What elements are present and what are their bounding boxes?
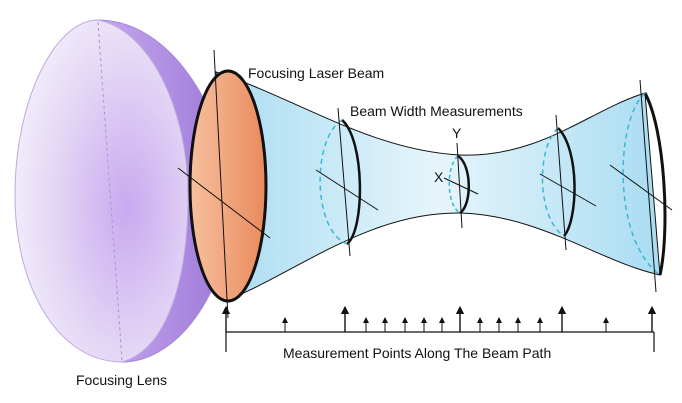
exit-axis-h [609, 164, 673, 211]
section-solid-3 [557, 127, 576, 237]
cross-sections [177, 49, 673, 319]
lens-axis [97, 21, 123, 361]
section-axis-v-3 [555, 114, 567, 251]
section-axis-h-2 [443, 177, 479, 195]
beam-exit-rim [643, 92, 667, 276]
entry-axis-v [213, 49, 229, 319]
section-dashed-3 [541, 127, 565, 237]
focusing-lens [14, 19, 231, 363]
exit-axis-v [639, 79, 657, 293]
section-axis-v-1 [337, 107, 351, 257]
entry-axis-h [177, 167, 271, 239]
label-axis-y: Y [452, 125, 462, 141]
section-axis-h-3 [539, 173, 597, 207]
beam-exit-dashed [622, 92, 661, 276]
label-measurement-points: Measurement Points Along The Beam Path [283, 345, 551, 361]
section-solid-2 [457, 154, 470, 215]
laser-beam [188, 69, 667, 303]
label-focusing-laser-beam: Focusing Laser Beam [248, 65, 384, 81]
section-dashed-2 [448, 155, 461, 214]
measurement-points [221, 305, 657, 352]
section-solid-1 [341, 119, 362, 245]
label-beam-width-measurements: Beam Width Measurements [350, 103, 523, 119]
label-axis-x: X [434, 169, 444, 185]
section-axis-h-1 [315, 169, 379, 211]
beam-entry-disc [188, 69, 268, 303]
lens-face [14, 19, 189, 363]
section-dashed-1 [319, 119, 348, 245]
label-focusing-lens: Focusing Lens [76, 372, 167, 388]
